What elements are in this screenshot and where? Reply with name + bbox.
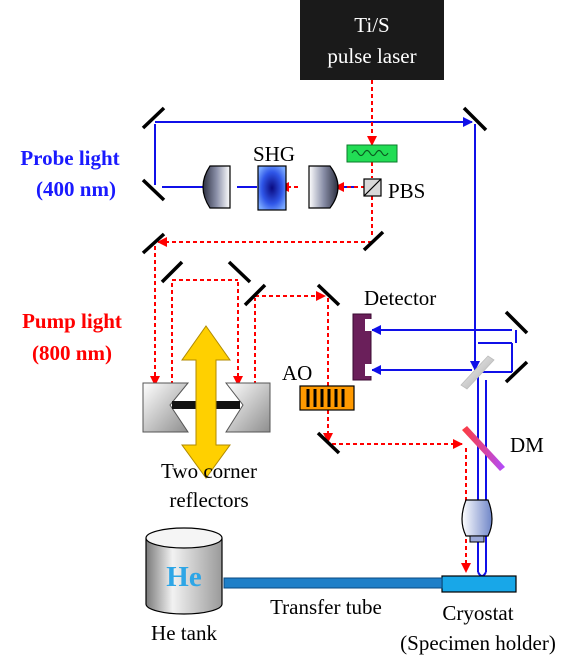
objective-lens [461,499,493,543]
pump-light-label: Pump light [22,309,122,333]
he-symbol: He [166,561,202,593]
mirrors [141,106,529,455]
he-tank-label: He tank [151,621,217,645]
cryostat-label: Cryostat [442,601,513,625]
pump-wavelength-label: (800 nm) [32,341,112,365]
shg-label: SHG [253,142,295,166]
detector-label: Detector [364,286,436,310]
shg-assembly [202,165,339,211]
pbs-label: PBS [388,179,425,203]
mirror-7 [227,260,252,284]
ao-modulator [299,385,355,411]
dichroic-mirror [462,426,505,471]
mirror-2 [141,178,166,202]
transfer-tube [223,577,443,589]
corner-reflector-right [224,382,271,433]
shg-lens-left [202,165,231,209]
corner-reflectors-label-line1: Two corner [161,459,257,483]
laser-label-line2: pulse laser [327,44,416,68]
shg-lens-right [308,165,339,209]
probe-wavelength-label: (400 nm) [36,177,116,201]
mirror-10 [316,431,341,455]
polarizing-beam-splitter [363,178,382,197]
corner-reflector-left [142,382,190,433]
mirror-8 [243,283,267,307]
waveplate [346,144,398,163]
translation-arrow-icon [181,325,231,479]
mirror-1 [141,106,166,130]
mirror-11 [504,310,529,335]
beam-splitter [460,355,495,390]
mirror-6 [160,260,184,284]
mirror-12 [504,360,529,384]
detector [352,313,372,381]
transfer-tube-label: Transfer tube [270,595,382,619]
laser-label-line1: Ti/S [354,13,389,37]
mirror-3 [462,106,488,132]
dm-label: DM [510,433,544,457]
probe-beam-path [154,117,517,577]
ao-label: AO [282,361,312,385]
corner-reflectors [142,325,271,479]
mirror-4 [141,232,166,255]
corner-reflectors-label-line2: reflectors [169,488,248,512]
he-tank: He [145,527,223,615]
ti-s-pulse-laser: Ti/S pulse laser [300,0,444,80]
specimen-holder-label: (Specimen holder) [400,631,556,655]
shg-crystal [257,165,287,211]
mirror-5 [362,230,385,252]
cryostat [441,575,517,593]
mirror-9 [316,283,341,307]
probe-light-label: Probe light [20,146,119,170]
